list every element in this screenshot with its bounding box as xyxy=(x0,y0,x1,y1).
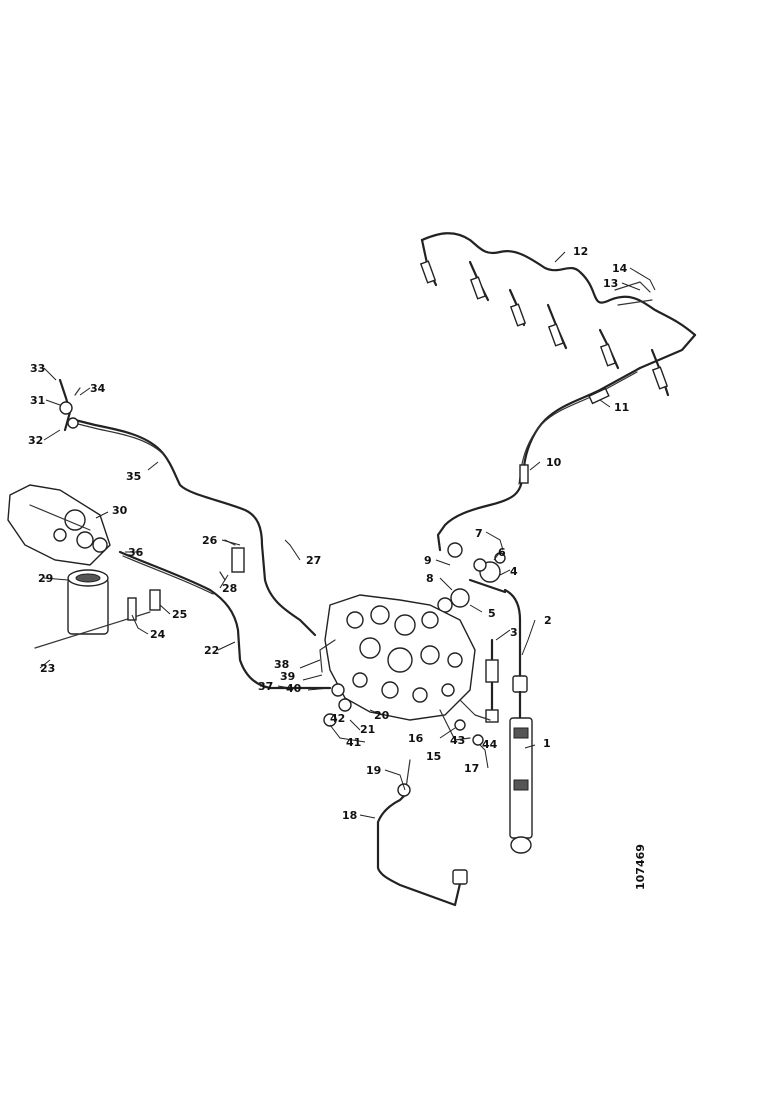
callout-13: 13 xyxy=(603,277,618,290)
callout-30: 30 xyxy=(112,504,128,517)
callout-8: 8 xyxy=(426,572,434,585)
callout-3: 3 xyxy=(510,626,518,639)
return-line xyxy=(376,719,484,907)
callout-42: 42 xyxy=(330,712,345,725)
callout-35: 35 xyxy=(126,470,141,483)
callout-7: 7 xyxy=(475,527,483,540)
central-pump-block xyxy=(319,594,491,741)
top-left-fitting xyxy=(58,378,81,432)
leader-lines xyxy=(39,251,656,819)
callout-16: 16 xyxy=(408,732,424,745)
callout-19: 19 xyxy=(366,764,381,777)
callout-10: 10 xyxy=(546,456,562,469)
callout-2: 2 xyxy=(544,614,552,627)
callout-41: 41 xyxy=(346,736,361,749)
left-filter-canister xyxy=(34,569,151,649)
callout-39: 39 xyxy=(280,670,295,683)
callout-18: 18 xyxy=(342,809,357,822)
left-pipe-run xyxy=(73,418,332,690)
callout-23: 23 xyxy=(40,662,55,675)
callout-1: 1 xyxy=(543,737,551,750)
callout-11: 11 xyxy=(614,401,629,414)
callout-29: 29 xyxy=(38,572,53,585)
callout-9: 9 xyxy=(424,554,432,567)
callout-24: 24 xyxy=(150,628,166,641)
callout-17: 17 xyxy=(464,762,479,775)
callout-28: 28 xyxy=(222,582,237,595)
callout-43: 43 xyxy=(450,734,465,747)
callout-33: 33 xyxy=(30,362,45,375)
right-filter-assembly xyxy=(437,542,533,854)
callout-22: 22 xyxy=(204,644,219,657)
clips-brackets xyxy=(127,539,245,621)
supply-pipe xyxy=(436,366,642,552)
callout-38: 38 xyxy=(274,658,289,671)
callout-25: 25 xyxy=(172,608,187,621)
callout-36: 36 xyxy=(128,546,144,559)
callout-6: 6 xyxy=(498,546,506,559)
document-number: 107469 xyxy=(634,844,647,890)
callout-5: 5 xyxy=(488,607,496,620)
callout-40: 40 xyxy=(286,682,302,695)
injector-lines-assembly xyxy=(419,232,697,397)
callout-20: 20 xyxy=(374,709,390,722)
callout-12: 12 xyxy=(573,245,588,258)
callout-labels: 1 2 3 4 5 6 7 8 9 10 11 12 13 14 15 16 1… xyxy=(28,245,629,822)
callout-37: 37 xyxy=(258,680,273,693)
callout-14: 14 xyxy=(612,262,628,275)
callout-31: 31 xyxy=(30,394,45,407)
callout-15: 15 xyxy=(426,750,441,763)
callout-4: 4 xyxy=(510,565,518,578)
tank-module xyxy=(7,484,111,566)
callout-44: 44 xyxy=(482,738,498,751)
callout-21: 21 xyxy=(360,723,375,736)
callout-32: 32 xyxy=(28,434,43,447)
callout-34: 34 xyxy=(90,382,106,395)
callout-27: 27 xyxy=(306,554,321,567)
callout-26: 26 xyxy=(202,534,218,547)
